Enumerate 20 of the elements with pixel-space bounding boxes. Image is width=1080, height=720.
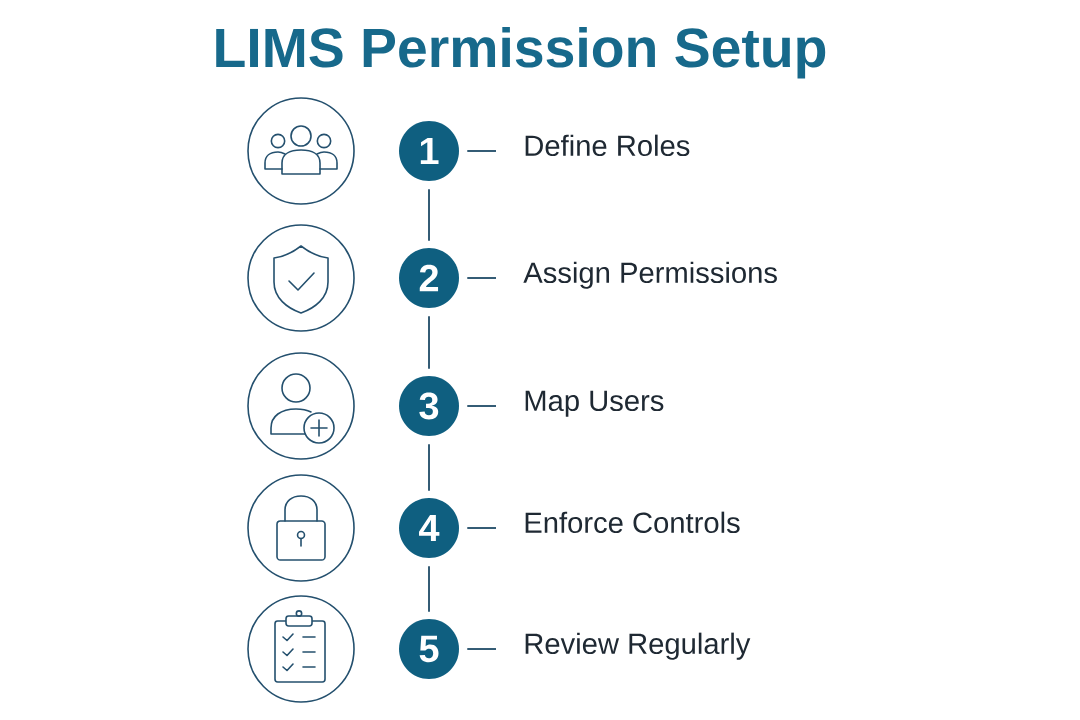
connector-line bbox=[466, 648, 497, 650]
step-label: Enforce Controls bbox=[525, 511, 740, 534]
icon-circle bbox=[247, 474, 355, 582]
icon-circle bbox=[247, 224, 355, 332]
connector-line bbox=[466, 150, 497, 152]
icon-circle bbox=[247, 97, 355, 205]
connector-line bbox=[466, 405, 497, 407]
connector-line bbox=[428, 315, 430, 370]
step-label: Map Users bbox=[525, 390, 664, 417]
connector-line bbox=[466, 277, 497, 279]
step-label: Define Roles bbox=[525, 134, 690, 157]
title: LIMS Permission Setup bbox=[216, 26, 826, 79]
connector-line bbox=[428, 188, 430, 242]
icon-circle bbox=[247, 595, 355, 703]
connector-line bbox=[428, 565, 430, 613]
icon-circle bbox=[247, 352, 355, 460]
step-label: Assign Permissions bbox=[523, 261, 777, 289]
connector-line bbox=[466, 527, 497, 529]
connector-line bbox=[428, 443, 430, 492]
step-label: Review Regularly bbox=[525, 632, 751, 660]
